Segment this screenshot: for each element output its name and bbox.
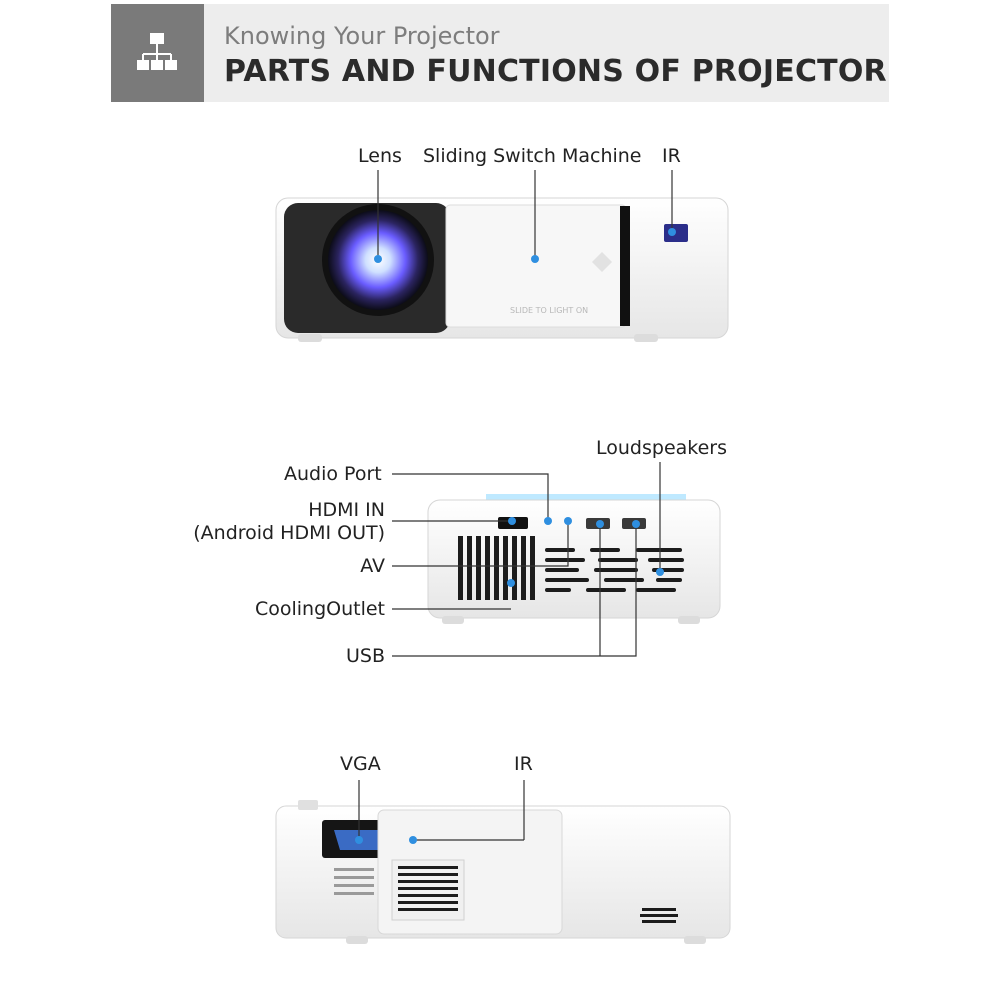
side-view [275, 800, 731, 944]
header-banner: Knowing Your Projector PARTS AND FUNCTIO… [111, 4, 889, 102]
back-view [427, 494, 721, 624]
header-subtitle: Knowing Your Projector [224, 22, 500, 50]
front-view [275, 197, 729, 342]
label-vga: VGA [340, 753, 381, 775]
label-sliding-switch-machine: Sliding Switch Machine [423, 145, 642, 167]
label-hdmi-in: HDMI IN [308, 499, 385, 521]
label-usb: USB [345, 645, 385, 667]
label-lens: Lens [358, 145, 402, 167]
label-av: AV [360, 555, 385, 577]
label-loudspeakers: Loudspeakers [596, 437, 727, 459]
label-audio-port: Audio Port [284, 463, 382, 485]
slide-to-light-text: SLIDE TO LIGHT ON [510, 306, 589, 315]
label-ir-front: IR [662, 145, 681, 167]
label-android-hdmi-out: (Android HDMI OUT) [193, 522, 385, 544]
label-cooling-outlet: CoolingOutlet [254, 598, 385, 620]
header-title: PARTS AND FUNCTIONS OF PROJECTOR [224, 54, 887, 89]
label-ir-side: IR [514, 753, 533, 775]
sitemap-icon [111, 4, 204, 102]
